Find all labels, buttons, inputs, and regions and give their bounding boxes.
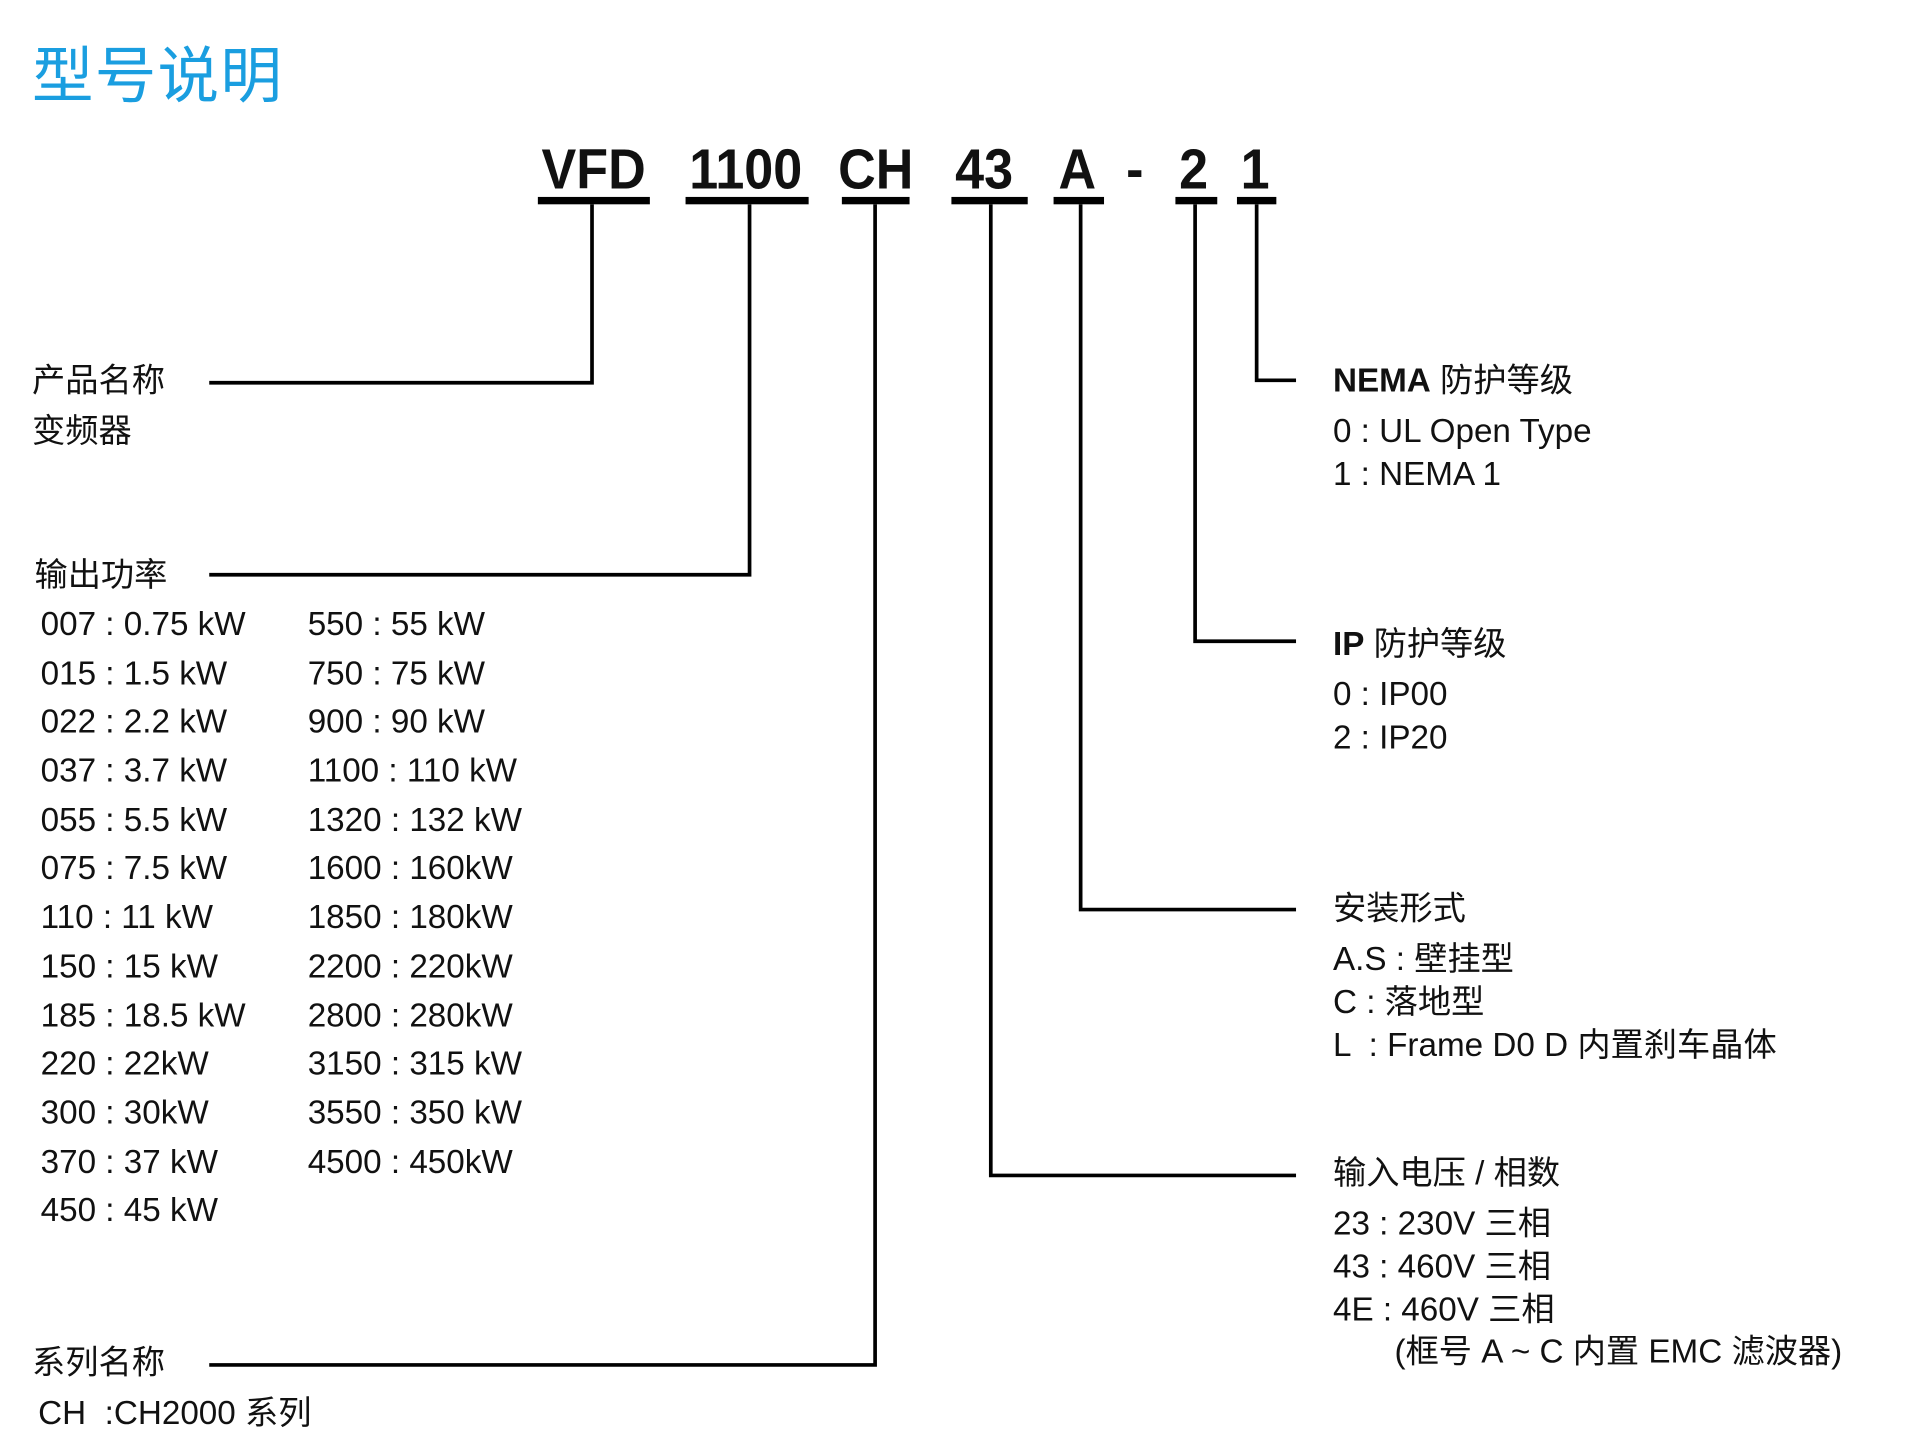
power-item: 300 : 30kW (40, 1094, 209, 1131)
underline-ip (1175, 196, 1218, 205)
ip-section: IP 防护等级 0 : IP00 2 : IP20 (1333, 623, 1507, 760)
power-item: 1850 : 180kW (307, 898, 513, 936)
nema-item: 1 : NEMA 1 (1332, 455, 1502, 493)
mount-item: A.S : 壁挂型 (1332, 940, 1514, 978)
underline-voltage (951, 196, 1028, 205)
power-item: 110 : 11 kW (40, 898, 214, 936)
power-item: 2800 : 280kW (307, 996, 513, 1034)
code-ip: 2 (1179, 136, 1209, 201)
mount-label: 安装形式 (1332, 889, 1466, 927)
code-voltage: 43 (955, 136, 1014, 201)
power-item: 022 : 2.2 kW (40, 703, 228, 741)
power-item: 1100 : 110 kW (307, 752, 518, 790)
product-label: 产品名称 (32, 361, 165, 399)
power-item: 220 : 22kW (40, 1045, 209, 1083)
ip-item: 0 : IP00 (1332, 675, 1448, 713)
underline-mount (1053, 196, 1105, 205)
series-label: 系列名称 (32, 1344, 165, 1381)
underline-vfd (537, 196, 650, 205)
line-voltage (988, 204, 1297, 1178)
ip-label: 防护等级 (1364, 625, 1507, 663)
series-section: 系列名称 CH :CH2000 系列 (32, 1342, 311, 1436)
code-vfd: VFD (541, 136, 646, 201)
line-nema (1254, 204, 1297, 383)
power-list-right: 550 : 55 kW 750 : 75 kW 900 : 90 kW 1100… (308, 601, 522, 1187)
product-value: 变频器 (32, 412, 132, 450)
power-item: 007 : 0.75 kW (40, 605, 246, 643)
underline-series (841, 196, 910, 205)
nema-item: 0 : UL Open Type (1332, 412, 1592, 450)
voltage-label: 输入电压 / 相数 (1332, 1154, 1561, 1192)
power-item: 150 : 15 kW (40, 947, 218, 985)
power-label: 输出功率 (34, 556, 168, 594)
page-title: 型号说明 (32, 41, 284, 111)
power-item: 370 : 37 kW (40, 1142, 218, 1180)
power-list-left: 007 : 0.75 kW 015 : 1.5 kW 022 : 2.2 kW … (41, 601, 246, 1236)
code-series: CH (838, 136, 914, 201)
line-ip (1193, 204, 1297, 644)
series-value: CH :CH2000 系列 (38, 1394, 312, 1432)
power-item: 2200 : 220kW (307, 947, 513, 985)
line-power (209, 204, 752, 577)
underline-power (685, 196, 809, 205)
power-item: 055 : 5.5 kW (40, 800, 228, 838)
power-item: 550 : 55 kW (307, 605, 486, 643)
nema-label: 防护等级 (1430, 361, 1573, 399)
power-item: 1320 : 132 kW (307, 800, 522, 838)
power-item: 750 : 75 kW (307, 654, 486, 692)
power-item: 4500 : 450kW (307, 1142, 513, 1180)
mount-item: C : 落地型 (1332, 983, 1485, 1021)
code-nema: 1 (1240, 136, 1270, 201)
power-item: 185 : 18.5 kW (40, 996, 246, 1034)
nema-section: NEMA 防护等级 0 : UL Open Type 1 : NEMA 1 (1333, 359, 1592, 496)
voltage-item: 23 : 230V 三相 (1332, 1204, 1551, 1242)
power-item: 3150 : 315 kW (307, 1045, 522, 1083)
power-item: 075 : 7.5 kW (40, 849, 228, 887)
voltage-item: 43 : 460V 三相 (1332, 1248, 1551, 1285)
power-item: 1600 : 160kW (307, 849, 513, 887)
line-product (209, 204, 594, 385)
underline-nema (1236, 196, 1277, 205)
ip-item: 2 : IP20 (1332, 718, 1448, 756)
power-item: 015 : 1.5 kW (40, 654, 228, 692)
product-section: 产品名称 变频器 (32, 359, 165, 453)
power-item: 900 : 90 kW (307, 703, 486, 741)
mount-section: 安装形式 A.S : 壁挂型 C : 落地型 L : Frame D0 D 内置… (1333, 887, 1777, 1067)
mount-item: L : Frame D0 D 内置刹车晶体 (1332, 1026, 1777, 1064)
voltage-note: (框号 A ~ C 内置 EMC 滤波器) (1394, 1332, 1843, 1370)
power-item: 450 : 45 kW (40, 1191, 218, 1229)
code-power: 1100 (689, 136, 803, 201)
voltage-item: 4E : 460V 三相 (1332, 1291, 1555, 1329)
ip-label-bold: IP (1332, 625, 1365, 663)
voltage-section: 输入电压 / 相数 23 : 230V 三相 43 : 460V 三相 4E :… (1333, 1152, 1842, 1371)
code-mount: A (1058, 136, 1097, 201)
line-series (209, 204, 877, 1367)
line-mount (1078, 204, 1297, 912)
nema-label-bold: NEMA (1332, 361, 1431, 399)
code-dash: - (1126, 136, 1144, 201)
power-item: 3550 : 350 kW (307, 1094, 522, 1131)
power-item: 037 : 3.7 kW (40, 752, 228, 790)
